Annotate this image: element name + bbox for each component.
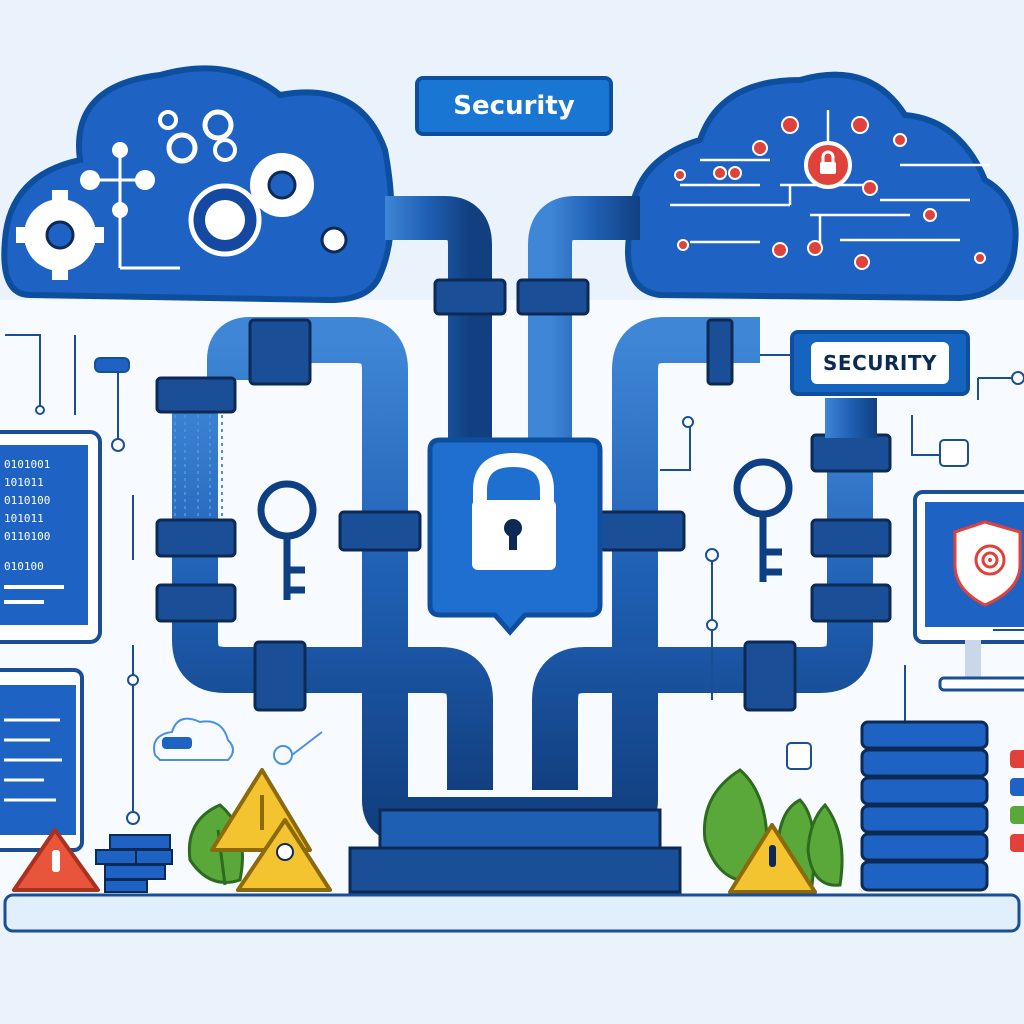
key-icon	[257, 480, 317, 600]
security-label-right-text: SECURITY	[811, 342, 949, 384]
circuit-icon	[660, 354, 1024, 770]
security-label-right: SECURITY	[790, 330, 970, 396]
security-label-top: Security	[415, 76, 613, 136]
warning-icon	[728, 823, 817, 894]
svg-text:101011: 101011	[4, 476, 44, 489]
shield-icon	[953, 520, 1022, 607]
warning-icon	[12, 828, 100, 892]
svg-text:010100: 010100	[4, 560, 44, 573]
ground-shelf	[3, 893, 1021, 933]
key-icon	[733, 458, 793, 582]
server-lights	[1010, 750, 1024, 852]
warning-icon	[236, 818, 332, 892]
padlock-alert-icon	[804, 141, 852, 189]
monitor-icon	[913, 490, 1024, 692]
svg-text:101011: 101011	[4, 512, 44, 525]
svg-text:0110100: 0110100	[4, 494, 50, 507]
gear-icon	[16, 190, 104, 280]
left-cloud-icon	[1, 65, 395, 304]
pipe-network	[155, 196, 892, 894]
svg-text:0110100: 0110100	[4, 530, 50, 543]
svg-text:0101001: 0101001	[4, 458, 50, 471]
gear-icon	[158, 109, 348, 254]
right-cloud-icon	[625, 71, 1019, 302]
laptop-icon	[0, 668, 84, 852]
mini-cloud-icon	[153, 717, 323, 765]
gear-icon	[188, 183, 262, 257]
circuit-icon	[5, 334, 140, 825]
firewall-icon	[95, 834, 173, 893]
gear-icon	[250, 153, 314, 217]
alert-icon	[674, 116, 986, 270]
tablet-icon: 0101001 101011 0110100 101011 0110100 01010…	[0, 430, 102, 644]
server-rack-icon	[860, 720, 989, 892]
padlock-icon	[427, 437, 603, 636]
